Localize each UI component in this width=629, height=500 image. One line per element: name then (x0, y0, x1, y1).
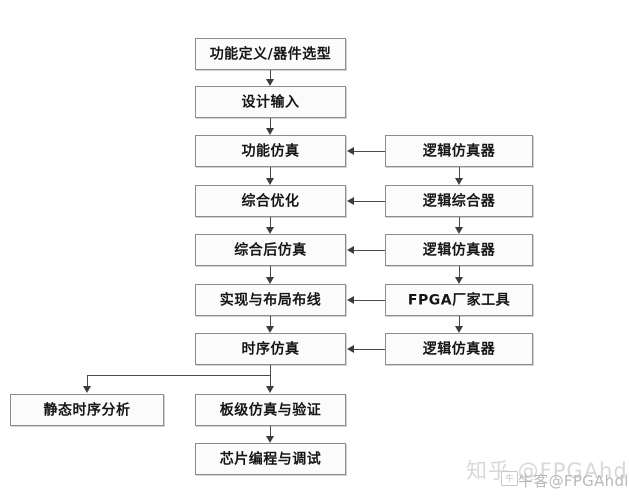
node-label: 综合优化 (241, 193, 300, 210)
node-static-timing-analysis[interactable]: 静态时序分析 (10, 394, 164, 426)
node-label: 实现与布局布线 (219, 292, 322, 309)
arrowhead-down (266, 436, 274, 443)
connector-vendortool-to-implpnr (354, 300, 385, 301)
node-label: 板级仿真与验证 (219, 402, 322, 419)
arrowhead-down (455, 277, 463, 284)
node-label: 综合后仿真 (234, 242, 307, 259)
connector-vendortool-to-logicsim3 (459, 316, 460, 327)
node-timing-sim[interactable]: 时序仿真 (195, 333, 346, 365)
arrowhead-down (266, 277, 274, 284)
node-label: 时序仿真 (241, 341, 300, 358)
connector-branch-to-boardsim (270, 375, 271, 387)
watermark-secondary: 牛客@FPGAhdl (518, 472, 629, 490)
connector-branch-to-sta (87, 375, 88, 387)
node-func-def[interactable]: 功能定义/器件选型 (195, 38, 346, 70)
connector-branch-bus (87, 375, 271, 376)
node-design-input[interactable]: 设计输入 (195, 86, 346, 118)
node-impl-pnr[interactable]: 实现与布局布线 (195, 284, 346, 316)
node-synthesizer[interactable]: 逻辑综合器 (385, 185, 533, 217)
arrowhead-down (266, 386, 274, 393)
arrowhead-left (347, 246, 354, 254)
connector-postsynthsim-to-implpnr (270, 266, 271, 278)
connector-logicsim3-to-timingsim (354, 349, 385, 350)
connector-logicsim1-to-synthesizer (459, 167, 460, 179)
arrowhead-left (347, 345, 354, 353)
node-vendor-tool[interactable]: FPGA厂家工具 (385, 284, 533, 316)
node-label: 静态时序分析 (43, 402, 131, 419)
node-label: 逻辑仿真器 (422, 143, 496, 160)
connector-funcdef-to-designinput (270, 70, 271, 80)
arrowhead-left (347, 197, 354, 205)
node-label: 逻辑仿真器 (422, 242, 496, 259)
connector-logicsim2-to-vendortool (459, 266, 460, 278)
node-synth-opt[interactable]: 综合优化 (195, 185, 346, 217)
node-chip-prog[interactable]: 芯片编程与调试 (195, 443, 346, 475)
node-label: FPGA厂家工具 (407, 292, 511, 309)
node-label: 芯片编程与调试 (219, 451, 322, 468)
node-label: 逻辑仿真器 (422, 341, 496, 358)
connector-synthesizer-to-logicsim2 (459, 217, 460, 228)
arrowhead-down (455, 178, 463, 185)
node-label: 逻辑综合器 (422, 193, 496, 210)
arrowhead-down (266, 326, 274, 333)
arrowhead-left (347, 296, 354, 304)
node-label: 功能定义/器件选型 (209, 46, 332, 63)
arrowhead-down (83, 386, 91, 393)
connector-boardsim-to-chipprog (270, 426, 271, 437)
arrowhead-left (347, 147, 354, 155)
node-label: 功能仿真 (241, 143, 300, 160)
connector-funcsim-to-synthopt (270, 167, 271, 179)
node-logic-sim-1[interactable]: 逻辑仿真器 (385, 135, 533, 167)
node-label: 设计输入 (241, 94, 300, 111)
node-logic-sim-3[interactable]: 逻辑仿真器 (385, 333, 533, 365)
connector-timingsim-stem (270, 365, 271, 376)
node-post-synth-sim[interactable]: 综合后仿真 (195, 234, 346, 266)
watermark-logo-icon: 牛 (501, 471, 518, 486)
connector-designinput-to-funcsim (270, 118, 271, 129)
arrowhead-down (266, 227, 274, 234)
connector-implpnr-to-timingsim (270, 316, 271, 327)
connector-logicsim2-to-postsynthsim (354, 250, 385, 251)
node-func-sim[interactable]: 功能仿真 (195, 135, 346, 167)
watermark-primary: 知乎 @FPGAhdl (466, 459, 629, 483)
arrowhead-down (266, 79, 274, 86)
arrowhead-down (455, 326, 463, 333)
node-logic-sim-2[interactable]: 逻辑仿真器 (385, 234, 533, 266)
arrowhead-down (455, 227, 463, 234)
arrowhead-down (266, 178, 274, 185)
connector-synthopt-to-postsynthsim (270, 217, 271, 228)
connector-synthesizer-to-synthopt (354, 201, 385, 202)
connector-logicsim1-to-funcsim (354, 151, 385, 152)
arrowhead-down (266, 128, 274, 135)
node-board-sim[interactable]: 板级仿真与验证 (195, 394, 346, 426)
